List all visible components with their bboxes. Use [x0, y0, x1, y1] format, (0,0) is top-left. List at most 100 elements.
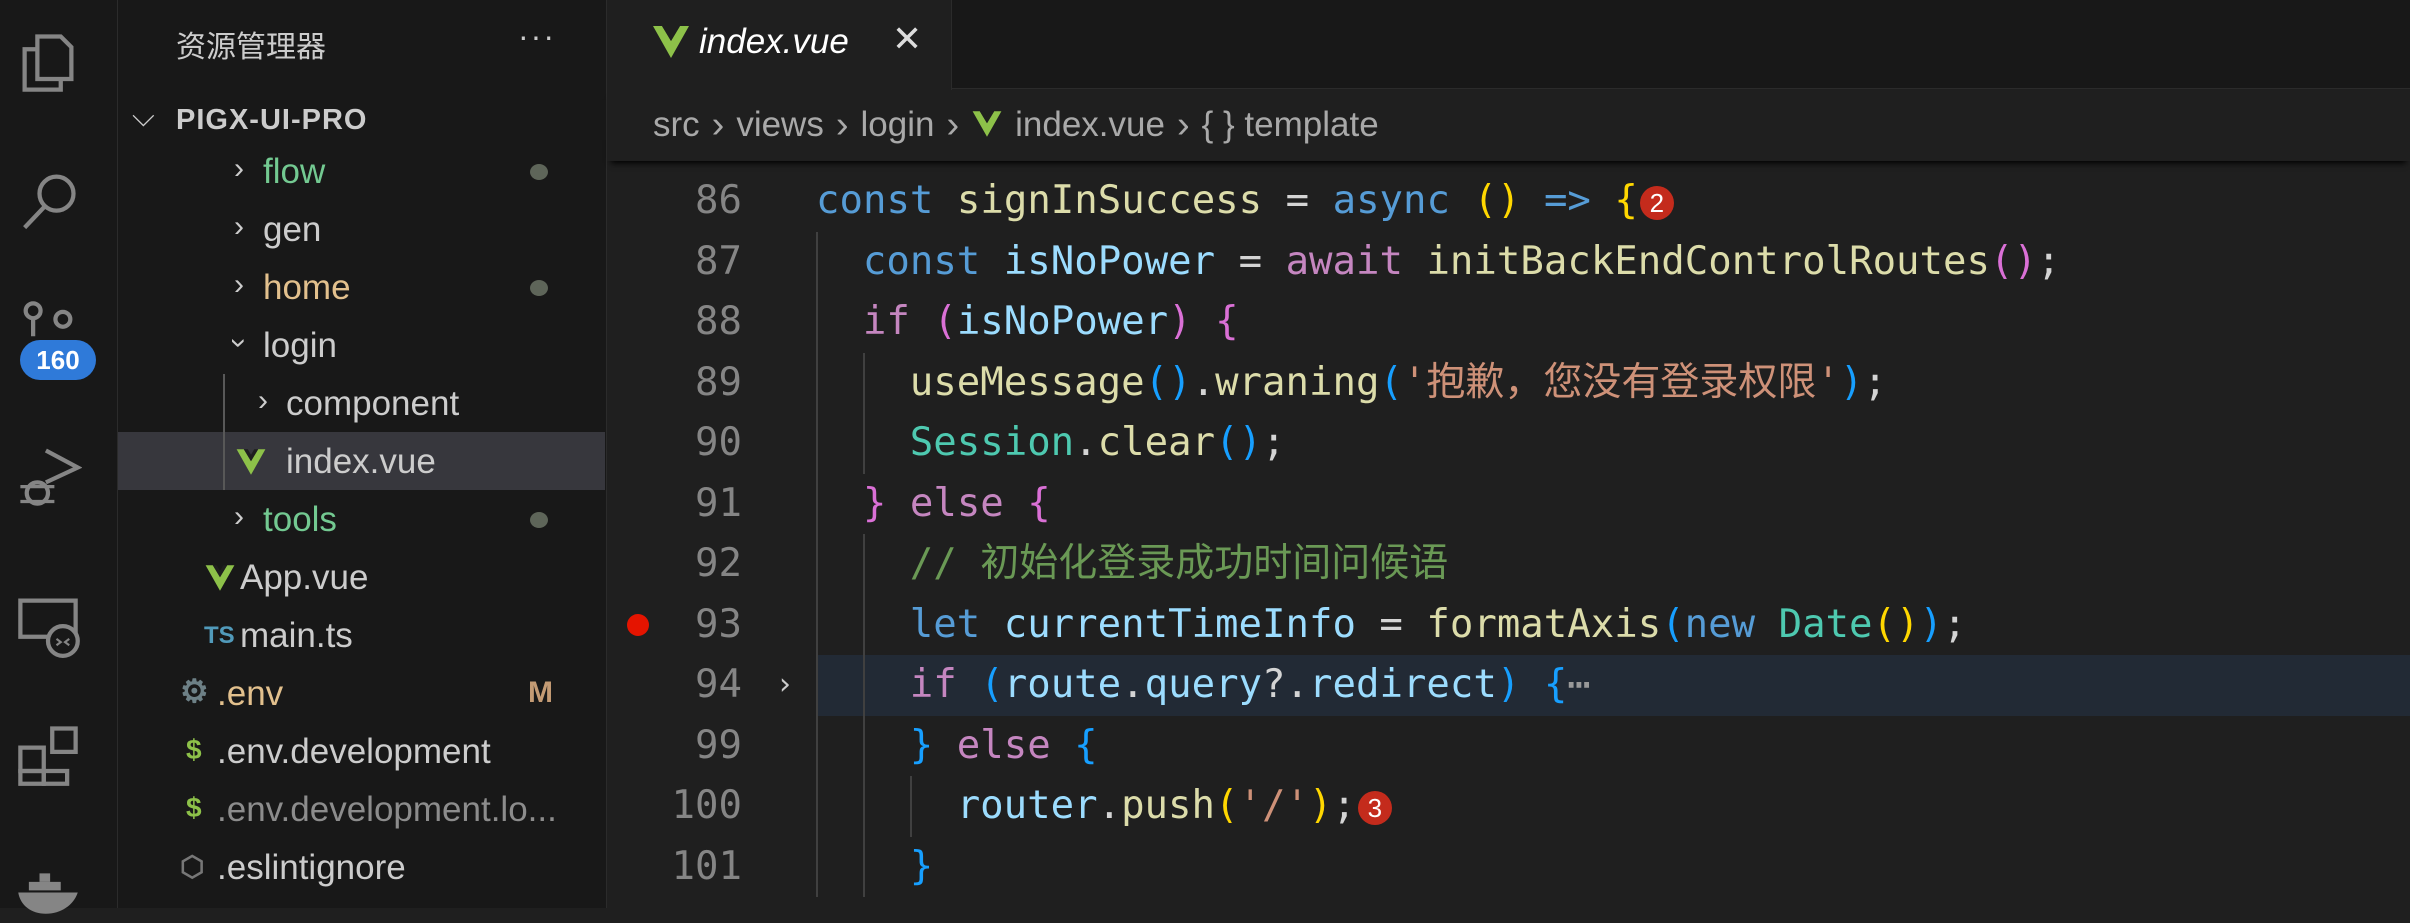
chevron-down-icon: › — [223, 338, 256, 348]
explorer-icon[interactable] — [14, 28, 82, 96]
more-actions-button[interactable]: ··· — [518, 18, 556, 54]
project-header[interactable]: ⌵ PIGX-UI-PRO — [118, 100, 606, 140]
tree-item[interactable]: ⬡.eslintignore — [118, 838, 605, 896]
tree-item[interactable]: $.env.development — [118, 722, 605, 780]
code-token: () — [1215, 420, 1263, 465]
tree-item[interactable]: ›flow — [118, 142, 605, 200]
extensions-icon[interactable] — [14, 720, 82, 788]
tree-item[interactable]: index.vue — [118, 432, 605, 490]
code-token: = — [1238, 238, 1286, 284]
tree-item-label: component — [286, 384, 460, 423]
tree-item-label: gen — [263, 210, 322, 249]
remote-explorer-icon[interactable] — [14, 590, 82, 658]
run-debug-icon[interactable] — [14, 442, 83, 510]
dollar-icon: $ — [186, 792, 202, 823]
tree-item[interactable]: App.vue — [118, 548, 605, 606]
code-line[interactable]: let currentTimeInfo = formatAxis(new Dat… — [816, 595, 2410, 656]
tree-item[interactable]: ›component — [118, 374, 605, 432]
vue-icon — [235, 446, 267, 485]
code-token: { — [1614, 178, 1638, 223]
code-token: await — [1285, 238, 1427, 284]
code-token: () — [1989, 238, 2037, 284]
code-token: const — [816, 178, 957, 223]
code-line[interactable]: Session.clear(); — [816, 413, 2410, 474]
breadcrumb: src›views›login›index.vue›{ } template — [607, 89, 2410, 161]
code-token: () — [1872, 601, 1920, 647]
code-token: { — [1215, 299, 1239, 344]
chevron-right-icon: › — [234, 500, 244, 533]
tree-item-label: .env.development.lo... — [217, 790, 557, 829]
source-control-icon[interactable] — [14, 298, 82, 366]
vue-icon — [204, 562, 236, 601]
code-token: () — [1473, 178, 1521, 223]
code-token — [1520, 178, 1543, 223]
code-token — [1192, 299, 1215, 344]
code-line[interactable]: } else { — [816, 474, 2410, 535]
code-token: () — [1144, 359, 1192, 405]
code-token: { — [1027, 480, 1051, 526]
code-line[interactable]: } else { — [816, 716, 2410, 777]
indent-guide — [909, 776, 912, 837]
code-token: ; — [2036, 238, 2061, 284]
breadcrumb-item[interactable]: login — [860, 105, 935, 144]
tree-item-label: home — [263, 268, 351, 307]
code-line[interactable]: if (isNoPower) { — [816, 292, 2410, 353]
code-line[interactable]: const signInSuccess = async () => {2 — [816, 171, 2410, 232]
tree-item[interactable]: › tools — [118, 490, 605, 548]
tree-item-label: login — [263, 326, 337, 365]
line-number: 88 — [695, 299, 742, 344]
code-line[interactable]: } — [816, 837, 2410, 898]
explorer-sidebar: 资源管理器 ··· ⌵ PIGX-UI-PRO ›flow›gen›home›l… — [118, 0, 607, 908]
tree-item-label: App.vue — [240, 558, 369, 597]
tree-item-label: tools — [263, 500, 337, 539]
code-line[interactable]: useMessage().wraning('抱歉，您没有登录权限'); — [816, 353, 2410, 414]
code-token: { — [1543, 662, 1568, 707]
breadcrumb-item[interactable]: index.vue — [1015, 105, 1165, 144]
code-line[interactable]: router.push('/');3 — [816, 776, 2410, 837]
code-token: ⋯ — [1567, 662, 1591, 707]
code-token: let — [909, 601, 1004, 647]
breadcrumb-item[interactable]: src — [653, 105, 700, 144]
code-token: } — [862, 480, 887, 526]
code-token: isNoPower — [956, 299, 1169, 344]
close-icon[interactable]: ✕ — [892, 18, 923, 59]
code-token: . — [1097, 783, 1122, 828]
code-token: if — [862, 299, 934, 344]
code-token: . — [1121, 662, 1145, 707]
tree-item-label: main.ts — [240, 616, 353, 655]
tree-item[interactable]: › login — [118, 316, 605, 374]
line-number: 86 — [695, 178, 742, 223]
code-line[interactable]: const isNoPower = await initBackEndContr… — [816, 232, 2410, 293]
code-line[interactable]: if (route.query?.redirect) {⋯ — [816, 655, 2410, 716]
code-token: router — [956, 783, 1098, 828]
code-line[interactable]: // 初始化登录成功时间问候语 — [816, 534, 2410, 595]
code-token: useMessage — [909, 359, 1145, 405]
code-token: route — [1003, 662, 1122, 707]
code-token: query — [1144, 662, 1263, 707]
chevron-down-icon: ⌵ — [132, 100, 155, 133]
indent-guide — [862, 352, 865, 474]
step-badge: 3 — [1357, 790, 1392, 825]
tab-index-vue[interactable]: index.vue ✕ — [607, 0, 952, 90]
tree-item[interactable]: ›home — [118, 258, 605, 316]
search-icon[interactable] — [14, 166, 82, 234]
breadcrumb-item[interactable]: { } template — [1201, 105, 1379, 144]
code-token: clear — [1097, 420, 1216, 465]
code-token: signInSuccess — [956, 178, 1286, 223]
fold-chevron-icon[interactable]: › — [779, 667, 791, 702]
tree-item[interactable]: $ .env.development.lo... — [118, 780, 605, 838]
breakpoint-icon[interactable] — [627, 613, 649, 636]
tree-item[interactable]: ›gen — [118, 200, 605, 258]
code-token: if — [909, 662, 981, 707]
code-token: new — [1684, 601, 1779, 647]
breadcrumb-item[interactable]: views — [736, 105, 824, 144]
code-token: redirect — [1309, 662, 1497, 707]
code-token: ( — [933, 299, 957, 344]
line-number: 90 — [695, 420, 742, 465]
line-number: 92 — [695, 541, 742, 586]
line-number: 101 — [671, 843, 742, 889]
